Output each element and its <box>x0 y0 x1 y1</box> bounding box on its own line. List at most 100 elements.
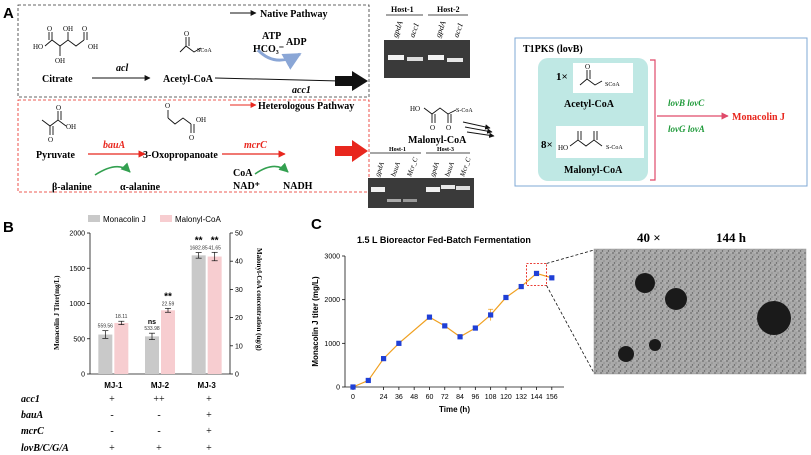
panel-a-label: A <box>3 5 14 22</box>
adp-label: ADP <box>286 37 307 48</box>
bar-significance: ns <box>148 319 156 326</box>
gel-bottom-lane-1: gpdA <box>373 160 386 177</box>
cell-mcrc-mj1: - <box>110 426 113 437</box>
bar-value-label: 533.98 <box>144 326 160 332</box>
line-xtick-label: 96 <box>471 394 479 401</box>
pyruvate-o-top: O <box>56 104 61 112</box>
line-point <box>488 312 494 318</box>
coa-label: CoA <box>233 168 253 179</box>
line-xtick-label: 36 <box>395 394 403 401</box>
pellet-1 <box>635 273 655 293</box>
micro-time: 144 h <box>716 230 747 245</box>
pyruvate-oh: OH <box>66 123 76 131</box>
native-pathway-label: Native Pathway <box>260 9 328 20</box>
gel-top-band-1 <box>388 55 404 60</box>
bar-ytick-right-label: 30 <box>235 287 243 294</box>
monacolin-j-product: Monacolin J <box>732 112 785 123</box>
line-xtick-label: 72 <box>441 394 449 401</box>
gel-top-lane-1: gpdA <box>390 20 404 39</box>
lov-bottom-label: lovG lovA <box>668 124 705 134</box>
line-point <box>442 323 448 329</box>
substrate-bracket <box>650 59 656 181</box>
pyruvate-o-bottom: O <box>48 136 53 144</box>
heterologous-pathway-box <box>17 99 370 193</box>
line-xtick-label: 120 <box>500 394 512 401</box>
malonyl-scoa: S-CoA <box>456 108 473 114</box>
row-label-acc1: acc1 <box>21 394 40 405</box>
bar-ytick-right-label: 10 <box>235 343 243 350</box>
cell-lov-mj2: + <box>156 443 162 454</box>
line-point <box>380 356 387 362</box>
malonyl-structure-card <box>556 126 644 158</box>
citrate-structure <box>44 32 88 56</box>
gel-top-lanes: gpdA acc1 gpdA acc1 <box>390 20 465 39</box>
panel-b-ylabel-left: Monacolin J Titer(mg/L) <box>53 275 61 350</box>
atp-curve-arrow <box>256 48 302 70</box>
bar-value-label: 22.59 <box>162 301 175 307</box>
cell-acc1-mj3: + <box>206 394 212 405</box>
line-point <box>472 325 478 331</box>
pellet-3 <box>757 301 791 335</box>
line-point <box>350 384 356 390</box>
pellet-4 <box>618 346 634 362</box>
host1-label-top: Host-1 <box>391 5 414 14</box>
bar-ytick-left-label: 0 <box>81 372 85 379</box>
line-ytick-label: 1000 <box>324 341 340 348</box>
box-malonyl-label: Malonyl-CoA <box>564 165 623 176</box>
acetyl-coa-o: O <box>184 30 189 38</box>
legend-monacolin-swatch <box>88 215 100 222</box>
acl-gene-label: acl <box>116 63 128 74</box>
legend-malonyl-label: Malonyl-CoA <box>175 215 221 224</box>
panel-b-label: B <box>3 219 14 236</box>
citrate-oh-top: OH <box>63 25 73 33</box>
bar-value-label: 559.56 <box>98 324 114 330</box>
mult-1: 1× <box>556 71 568 83</box>
bar-ytick-left-label: 1000 <box>69 301 85 308</box>
pellet-2 <box>665 288 687 310</box>
malonyl-o-1: O <box>430 124 435 132</box>
line-point <box>549 275 555 281</box>
zoom-line-bottom <box>546 285 595 374</box>
zoom-line-top <box>546 249 595 264</box>
cell-baua-mj2: - <box>157 410 160 421</box>
panel-b-ylabel-right: Malonyl-CoA concentration (ug/g) <box>255 248 263 351</box>
nadh-label: NADH <box>283 181 313 192</box>
acc1-gene-label: acc1 <box>292 85 311 96</box>
line-point <box>426 314 433 320</box>
gel-bottom-lane-3: Mcr_C <box>405 156 420 179</box>
gel-bottom-lane-6: Mcr_C <box>458 156 473 179</box>
cell-baua-mj3: + <box>206 410 212 421</box>
bar-malonyl <box>114 322 129 374</box>
oxopropanoate-structure <box>167 110 195 133</box>
bar-category-label: MJ-1 <box>104 381 123 390</box>
row-label-lov: lovB/C/G/A <box>21 443 69 454</box>
bar-significance: ** <box>164 291 172 302</box>
line-xtick-label: 132 <box>515 394 527 401</box>
line-point <box>365 377 371 384</box>
micro-magnification: 40 × <box>637 230 661 245</box>
box-acetyl-scoa: SCoA <box>605 82 620 88</box>
line-series <box>352 272 552 388</box>
gel-bottom-band-5 <box>441 185 455 189</box>
gel-bottom-band-6 <box>456 186 470 190</box>
panel-c-label: C <box>311 216 322 233</box>
pyruvate-structure <box>41 111 67 135</box>
heterologous-pathway-label: Heterologous Pathway <box>258 101 354 112</box>
cell-baua-mj1: - <box>110 410 113 421</box>
bar-ytick-right-label: 40 <box>235 259 243 266</box>
acetyl-coa-structure <box>179 37 202 53</box>
bar-monacolin <box>191 255 206 374</box>
gel-bottom-lane-4: gpdA <box>428 160 441 177</box>
bar-monacolin <box>98 334 113 374</box>
legend-monacolin-label: Monacolin J <box>103 215 146 224</box>
oxo-o-bottom: O <box>189 134 194 142</box>
t1pks-title: T1PKS (lovB) <box>523 44 583 55</box>
gel-bottom-lanes: gpdA bauA Mcr_C gpdA bauA Mcr_C <box>373 156 472 179</box>
acc1-arrow <box>214 77 341 82</box>
malonyl-ho: HO <box>410 105 420 113</box>
bar-ytick-right-label: 0 <box>235 372 239 379</box>
malonyl-coa-structure <box>423 107 457 123</box>
bar-value-label: 1682.85 <box>190 246 208 252</box>
bar-chart: 050010001500200001020304050MJ-1559.5618.… <box>69 231 242 391</box>
